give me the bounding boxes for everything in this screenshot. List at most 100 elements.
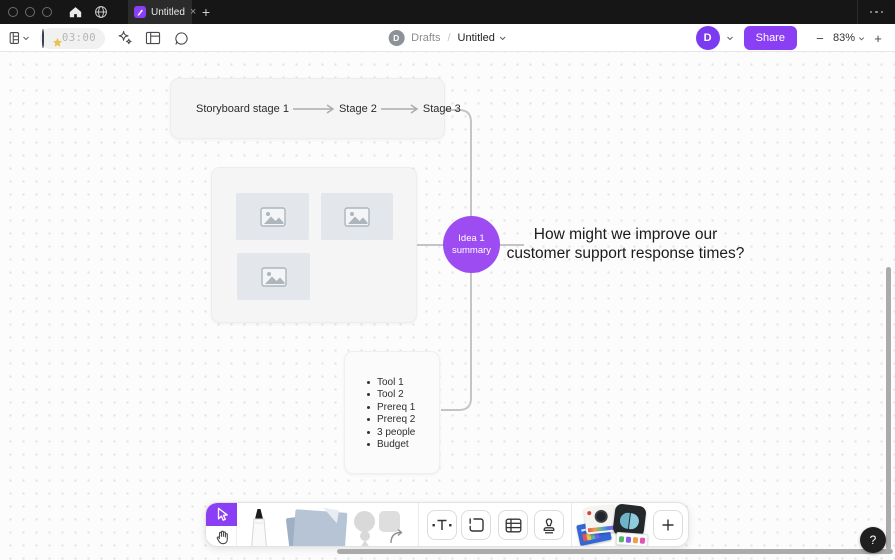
user-avatar[interactable]: D <box>695 26 720 50</box>
figjam-canvas[interactable]: Storyboard stage 1 Stage 2 Stage 3 <box>0 52 895 560</box>
more-tools-button[interactable] <box>653 510 683 540</box>
timer-widget[interactable]: 03:00 <box>40 27 106 49</box>
zoom-out-button[interactable]: − <box>816 30 824 46</box>
checklist-item[interactable]: Prereq 2 <box>367 414 415 427</box>
breadcrumb: D Drafts / Untitled <box>388 24 507 52</box>
storyboard-stage-2[interactable]: Stage 2 <box>338 102 377 115</box>
question-line-2: customer support response times? <box>506 244 745 262</box>
hand-tool-button[interactable] <box>206 526 237 546</box>
bullet-dot <box>367 430 370 434</box>
tab-close-button[interactable]: × <box>189 5 197 18</box>
timer-value: 03:00 <box>62 32 97 44</box>
checklist-item[interactable]: Tool 2 <box>367 389 415 402</box>
checklist-item[interactable]: Prereq 1 <box>367 401 415 414</box>
text-tool-icon <box>432 519 452 530</box>
file-tab-untitled[interactable]: Untitled × <box>128 0 196 24</box>
star-badge-icon <box>52 37 63 47</box>
help-label: ? <box>869 533 877 547</box>
community-button[interactable] <box>88 0 114 24</box>
image-placeholder[interactable] <box>321 193 393 240</box>
checklist-card[interactable]: Tool 1 Tool 2 Prereq 1 Prereq 2 3 people… <box>344 351 440 474</box>
globe-icon <box>95 6 107 18</box>
sticky-front-sheet <box>292 509 348 546</box>
checklist-label: Tool 2 <box>377 389 404 401</box>
storyboard-stage-1[interactable]: Storyboard stage 1 <box>196 102 289 115</box>
bullet-dot <box>367 405 370 409</box>
storyboard-stage-3[interactable]: Stage 3 <box>422 102 461 115</box>
question-text[interactable]: How might we improve our customer suppor… <box>500 226 751 263</box>
checklist-item[interactable]: Tool 1 <box>367 376 415 389</box>
dock-divider <box>418 503 419 546</box>
sticky-note-tool-button[interactable] <box>284 507 350 546</box>
more-icon <box>875 10 878 14</box>
checklist-label: Prereq 2 <box>377 414 416 426</box>
bullet-dot <box>367 443 370 447</box>
image-icon <box>259 206 286 227</box>
images-card[interactable] <box>211 167 417 323</box>
cursor-icon <box>217 507 228 521</box>
checklist-item[interactable]: Budget <box>367 439 415 452</box>
marker-icon <box>251 509 267 546</box>
section-tool-button[interactable] <box>461 510 491 540</box>
checklist-item[interactable]: 3 people <box>367 426 415 439</box>
vertical-scrollbar[interactable] <box>886 267 891 550</box>
widget-sticker-bar-thumb <box>615 531 649 546</box>
select-tool-button[interactable] <box>206 503 237 526</box>
image-placeholder[interactable] <box>236 193 309 240</box>
zoom-controls: − 83% + <box>811 31 887 46</box>
home-button[interactable] <box>62 0 88 24</box>
horizontal-scrollbar[interactable] <box>337 549 893 554</box>
checklist-label: Tool 1 <box>377 376 404 388</box>
arrow-right-icon <box>292 103 335 114</box>
zoom-level-menu[interactable]: 83% <box>833 32 865 44</box>
tool-dock <box>205 502 689 547</box>
marker-tool-button[interactable] <box>241 506 277 546</box>
ai-actions-button[interactable] <box>113 26 137 50</box>
timer-avatar <box>42 28 63 48</box>
table-tool-button[interactable] <box>498 510 528 540</box>
more-icon <box>869 10 873 14</box>
main-menu-icon <box>9 32 20 44</box>
close-window-button[interactable] <box>8 7 18 17</box>
table-icon <box>505 518 521 532</box>
new-tab-button[interactable]: + <box>201 4 211 20</box>
idea-summary-node[interactable]: Idea 1 summary <box>443 216 500 273</box>
window-menu-button[interactable] <box>857 0 895 24</box>
image-icon <box>344 206 370 227</box>
checklist-label: 3 people <box>377 426 416 438</box>
minimize-window-button[interactable] <box>25 7 35 17</box>
templates-button[interactable] <box>141 26 165 50</box>
text-tool-button[interactable] <box>427 510 457 540</box>
stamp-tool-button[interactable] <box>534 510 564 540</box>
chevron-down-icon <box>23 36 29 41</box>
zoom-in-button[interactable]: + <box>874 30 882 46</box>
help-button[interactable]: ? <box>860 527 886 553</box>
breadcrumb-file[interactable]: Untitled <box>458 32 507 44</box>
breadcrumb-separator: / <box>447 32 451 44</box>
comments-button[interactable] <box>169 26 193 50</box>
figjam-file-icon <box>134 6 146 18</box>
plus-icon <box>662 519 674 531</box>
image-placeholder[interactable] <box>237 253 310 300</box>
arrow-right-icon <box>380 103 419 114</box>
bullet-dot <box>367 380 370 384</box>
connector-lines[interactable] <box>0 52 895 560</box>
circle-shape-icon <box>354 511 375 532</box>
connector-tool-button[interactable] <box>388 527 406 545</box>
widgets-stickers-button[interactable] <box>576 503 649 546</box>
shapes-tool-button[interactable] <box>354 511 406 546</box>
share-button[interactable]: Share <box>743 26 797 50</box>
storyboard-card[interactable]: Storyboard stage 1 Stage 2 Stage 3 <box>170 78 461 139</box>
sparkle-icon <box>118 30 132 45</box>
person-shape-icon <box>355 540 375 546</box>
sticky-folded-corner <box>320 507 340 524</box>
main-menu-button[interactable] <box>6 26 32 50</box>
checklist-label: Prereq 1 <box>377 401 416 413</box>
stamp-icon <box>543 517 555 533</box>
bullet-dot <box>367 393 370 397</box>
maximize-window-button[interactable] <box>42 7 52 17</box>
chevron-down-icon[interactable] <box>726 34 734 42</box>
bullet-dot <box>367 418 370 422</box>
pointer-tools <box>206 503 237 546</box>
breadcrumb-folder[interactable]: Drafts <box>411 32 441 44</box>
